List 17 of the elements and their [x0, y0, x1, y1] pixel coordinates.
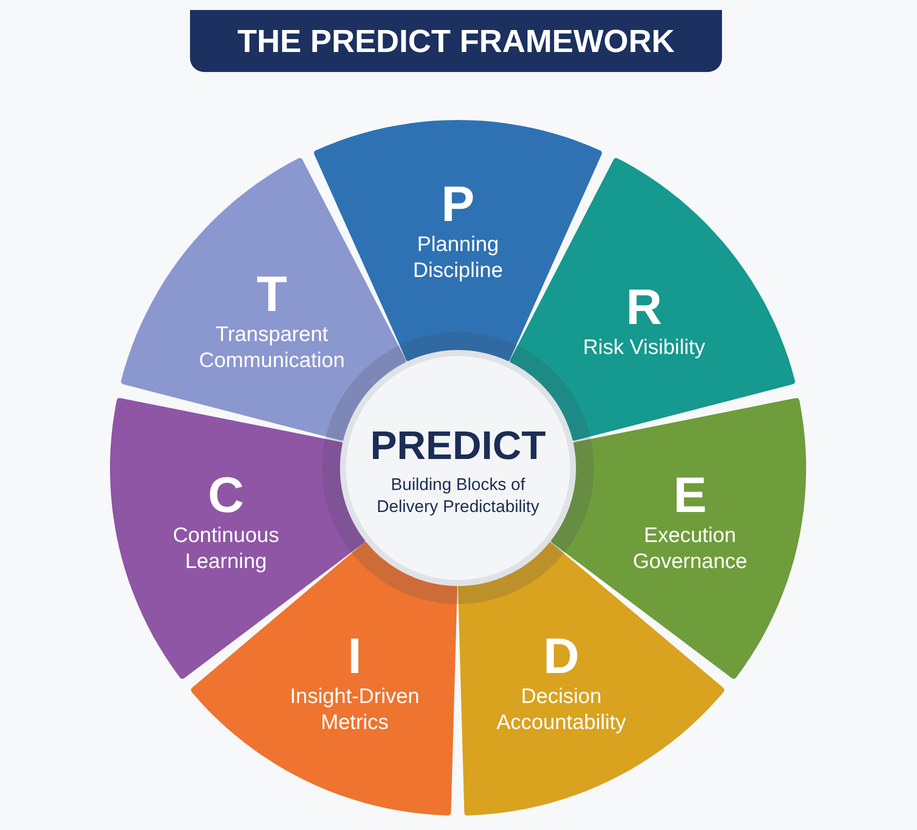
- center-subtitle: Building Blocks of Delivery Predictability: [376, 474, 540, 518]
- segment-letter: R: [626, 278, 662, 335]
- segment-letter: P: [441, 176, 475, 232]
- segment-title: Decision Accountability: [495, 684, 628, 736]
- center-heading: PREDICT: [369, 424, 547, 468]
- segment-letter: E: [673, 466, 707, 523]
- segment-title: Transparent Communication: [198, 322, 346, 374]
- segment-title: Risk Visibility: [582, 334, 706, 361]
- segment-letter: I: [348, 628, 362, 684]
- segment-letter: D: [543, 628, 580, 684]
- title-banner: THE PREDICT FRAMEWORK: [190, 10, 722, 72]
- segment-title: Insight-Driven Metrics: [288, 684, 420, 736]
- segment-letter: T: [256, 266, 288, 322]
- segment-title: Execution Governance: [632, 522, 748, 575]
- segment-letter: C: [208, 466, 244, 523]
- segment-title: Planning Discipline: [412, 232, 504, 284]
- segment-title: Continuous Learning: [172, 522, 280, 575]
